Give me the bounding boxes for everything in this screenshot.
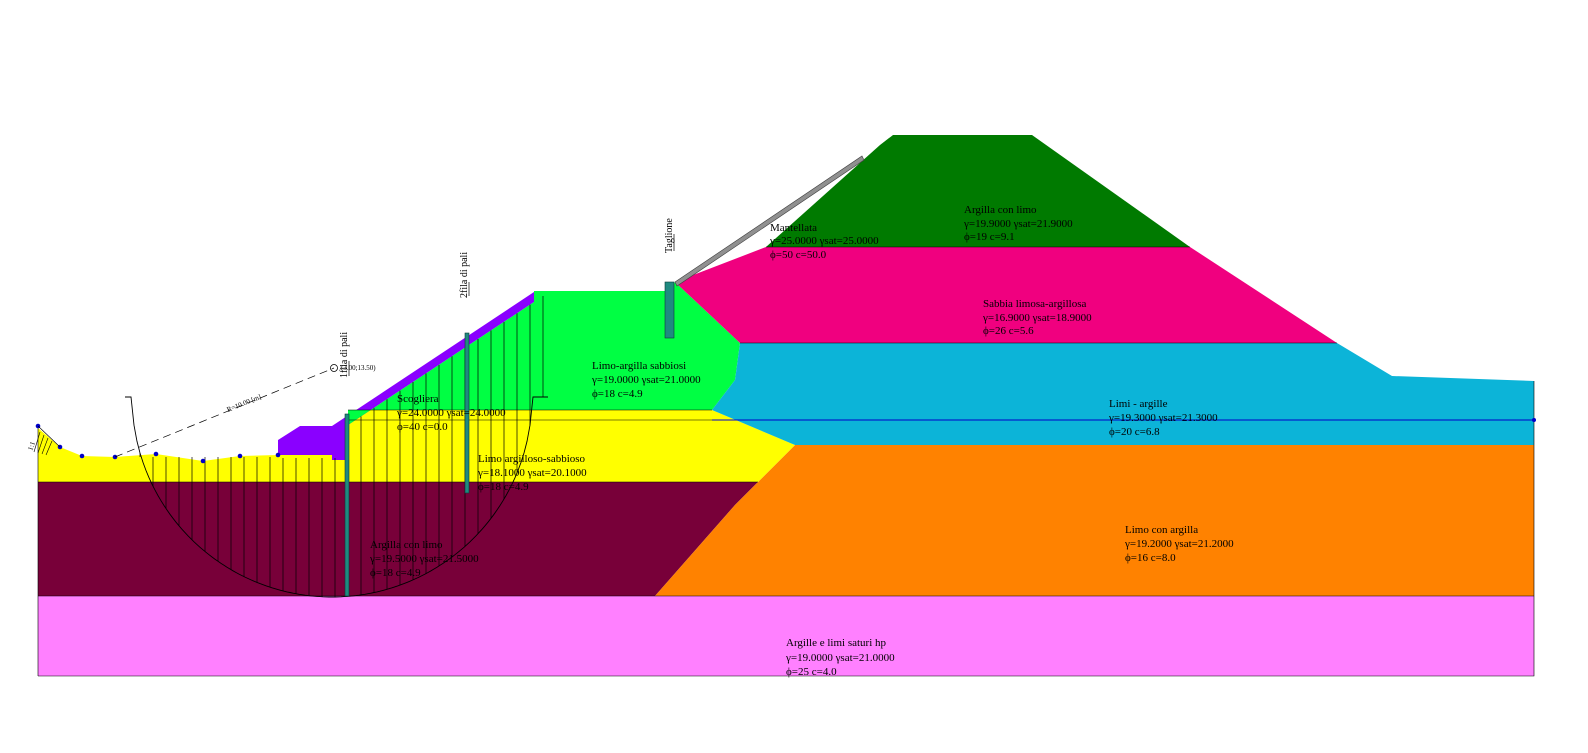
mantellata-strip <box>674 155 865 287</box>
label-argilla-inferiore: Argilla con limo γ=19.5000 γsat=21.5000 … <box>369 539 479 579</box>
slope-ratio-label: 1:1 <box>26 440 37 452</box>
svg-text:γ=19.9000 γsat=21.9000: γ=19.9000 γsat=21.9000 <box>963 218 1073 230</box>
label-limo-argilla-sabbiosi: Limo-argilla sabbiosi γ=19.0000 γsat=21.… <box>591 360 701 400</box>
svg-text:Limi - argille: Limi - argille <box>1109 398 1168 410</box>
svg-text:ϕ=40 c=0.0: ϕ=40 c=0.0 <box>397 421 448 433</box>
svg-text:Limo con argilla: Limo con argilla <box>1125 524 1198 536</box>
svg-text:ϕ=18 c=4.9: ϕ=18 c=4.9 <box>478 481 529 493</box>
surface-node <box>200 458 206 464</box>
surface-node <box>79 453 85 459</box>
radius-label: R=10.00 [m] <box>226 393 263 414</box>
label-limi-argille: Limi - argille γ=19.3000 γsat=21.3000 ϕ=… <box>1108 398 1218 438</box>
label-sabbia-limosa-argillosa: Sabbia limosa-argillosa γ=16.9000 γsat=1… <box>982 298 1092 337</box>
pile-row-1-label: 1fila di pali <box>339 332 350 378</box>
surface-node <box>275 452 281 458</box>
svg-text:γ=19.2000 γsat=21.2000: γ=19.2000 γsat=21.2000 <box>1124 538 1234 550</box>
label-limo-argilloso-sabbioso: Limo argilloso-sabbioso γ=18.1000 γsat=2… <box>477 453 587 493</box>
layer-argilla-superiore <box>766 135 1190 247</box>
svg-text:ϕ=20 c=6.8: ϕ=20 c=6.8 <box>1109 426 1160 438</box>
svg-text:Mantellata: Mantellata <box>770 222 817 234</box>
svg-text:γ=19.0000 γsat=21.0000: γ=19.0000 γsat=21.0000 <box>591 374 701 386</box>
layer-sabbia-limosa-argillosa <box>675 247 1337 343</box>
svg-text:γ=24.0000 γsat=24.0000: γ=24.0000 γsat=24.0000 <box>396 407 506 419</box>
svg-text:ϕ=16 c=8.0: ϕ=16 c=8.0 <box>1125 552 1176 564</box>
slope-hatch <box>33 425 61 456</box>
svg-text:ϕ=19 c=9.1: ϕ=19 c=9.1 <box>964 231 1015 243</box>
svg-text:γ=19.3000 γsat=21.3000: γ=19.3000 γsat=21.3000 <box>1108 412 1218 424</box>
svg-text:ϕ=18 c=4.9: ϕ=18 c=4.9 <box>592 388 643 400</box>
svg-text:γ=25.0000 γsat=25.0000: γ=25.0000 γsat=25.0000 <box>769 235 879 247</box>
taglione-label: Taglione <box>664 218 675 253</box>
svg-text:Scogliera: Scogliera <box>397 393 439 405</box>
label-argille-limi-saturi: Argille e limi saturi hp γ=19.0000 γsat=… <box>785 637 895 678</box>
svg-text:γ=19.5000 γsat=21.5000: γ=19.5000 γsat=21.5000 <box>369 553 479 565</box>
svg-text:γ=16.9000 γsat=18.9000: γ=16.9000 γsat=18.9000 <box>982 312 1092 324</box>
pile-row-2 <box>464 332 470 494</box>
slip-circle-center <box>330 364 338 372</box>
svg-text:Argilla con limo: Argilla con limo <box>370 539 443 551</box>
taglione-cutoff <box>664 281 675 339</box>
radius-line <box>114 367 335 458</box>
slip-circle-arc <box>125 396 548 598</box>
layer-argille-hp <box>38 596 1534 676</box>
svg-text:Sabbia limosa-argillosa: Sabbia limosa-argillosa <box>983 298 1086 310</box>
svg-text:γ=18.1000 γsat=20.1000: γ=18.1000 γsat=20.1000 <box>477 467 587 479</box>
svg-text:γ=19.0000 γsat=21.0000: γ=19.0000 γsat=21.0000 <box>785 652 895 664</box>
svg-text:ϕ=25 c=4.0: ϕ=25 c=4.0 <box>786 666 837 678</box>
svg-text:Limo-argilla sabbiosi: Limo-argilla sabbiosi <box>592 360 686 372</box>
slip-surface-slices <box>139 296 544 597</box>
surface-node <box>153 451 159 457</box>
label-limo-con-argilla: Limo con argilla γ=19.2000 γsat=21.2000 … <box>1124 524 1234 564</box>
layer-limo-con-argilla <box>655 445 1534 596</box>
svg-text:ϕ=26 c=5.6: ϕ=26 c=5.6 <box>983 325 1034 337</box>
label-mantellata: Mantellata γ=25.0000 γsat=25.0000 ϕ=50 c… <box>769 222 879 261</box>
pile-row-1 <box>344 413 350 597</box>
layer-limo-argilloso-sabbioso <box>38 410 795 482</box>
layer-scogliera <box>278 292 534 460</box>
label-scogliera: Scogliera γ=24.0000 γsat=24.0000 ϕ=40 c=… <box>396 393 506 433</box>
svg-text:Argilla con limo: Argilla con limo <box>964 204 1037 216</box>
svg-text:ϕ=18 c=4.9: ϕ=18 c=4.9 <box>370 567 421 579</box>
svg-text:Argille e limi saturi hp: Argille e limi saturi hp <box>786 637 887 649</box>
svg-text:ϕ=50 c=50.0: ϕ=50 c=50.0 <box>770 249 827 261</box>
surface-nodes <box>35 423 281 464</box>
surface-node <box>237 453 243 459</box>
layer-limo-argilla-sabbiosi <box>348 282 740 425</box>
water-table-node <box>1532 418 1536 422</box>
slip-circle-center-label: (3.00;13.50) <box>341 364 376 372</box>
label-argilla-superiore: Argilla con limo γ=19.9000 γsat=21.9000 … <box>963 204 1073 243</box>
svg-text:Limo argilloso-sabbioso: Limo argilloso-sabbioso <box>478 453 586 465</box>
pile-row-2-label: 2fila di pali <box>459 252 470 298</box>
